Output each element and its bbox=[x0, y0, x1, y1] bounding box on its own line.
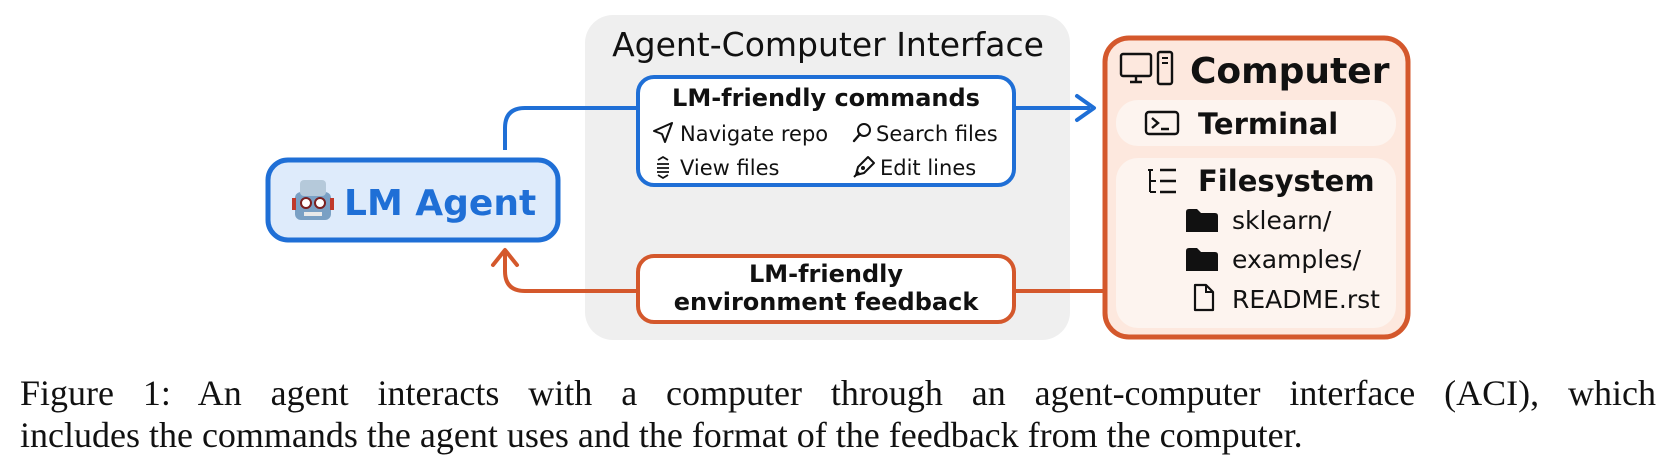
filesystem-panel bbox=[1116, 158, 1396, 328]
interface-title: Agent-Computer Interface bbox=[612, 25, 1044, 64]
feedback-line-1: LM-friendly bbox=[749, 260, 903, 288]
arrow-head-up bbox=[491, 248, 519, 267]
aci-diagram: Agent-Computer Interface LM-friendly com… bbox=[265, 15, 1411, 340]
command-navigate: Navigate repo bbox=[680, 122, 828, 146]
command-edit: Edit lines bbox=[880, 156, 976, 180]
robot-icon bbox=[292, 180, 334, 220]
agent-box bbox=[265, 157, 561, 243]
list-tree-icon bbox=[1148, 168, 1176, 194]
terminal-label: Terminal bbox=[1198, 107, 1338, 141]
folder-icon bbox=[1186, 248, 1218, 271]
feedback-arrow bbox=[503, 252, 638, 293]
command-view: View files bbox=[680, 156, 779, 180]
file-item: sklearn/ bbox=[1232, 206, 1332, 235]
figure-caption: Figure 1: An agent interacts with a comp… bbox=[20, 372, 1656, 456]
command-search: Search files bbox=[876, 122, 998, 146]
commands-title: LM-friendly commands bbox=[672, 84, 980, 112]
command-arrow bbox=[503, 106, 638, 150]
terminal-icon bbox=[1144, 110, 1180, 136]
folder-icon bbox=[1186, 209, 1218, 232]
view-icon bbox=[657, 155, 669, 180]
commands-box bbox=[636, 75, 1016, 187]
arrow-head-right bbox=[1075, 94, 1096, 122]
feedback-line-2: environment feedback bbox=[674, 288, 980, 316]
file-item: examples/ bbox=[1232, 245, 1362, 274]
caption-line-1: Figure 1: An agent interacts with a comp… bbox=[20, 373, 1656, 413]
filesystem-label: Filesystem bbox=[1198, 164, 1375, 198]
navigate-icon bbox=[653, 122, 673, 143]
computer-title: Computer bbox=[1190, 51, 1390, 92]
file-icon bbox=[1193, 283, 1215, 312]
agent-label: LM Agent bbox=[344, 183, 536, 224]
feedback-box bbox=[636, 254, 1016, 324]
computer-icon bbox=[1119, 50, 1174, 86]
file-item: README.rst bbox=[1232, 285, 1380, 314]
terminal-panel bbox=[1116, 100, 1396, 146]
caption-line-2: includes the commands the agent uses and… bbox=[20, 415, 1303, 455]
search-icon bbox=[852, 123, 871, 143]
edit-icon bbox=[853, 156, 875, 178]
